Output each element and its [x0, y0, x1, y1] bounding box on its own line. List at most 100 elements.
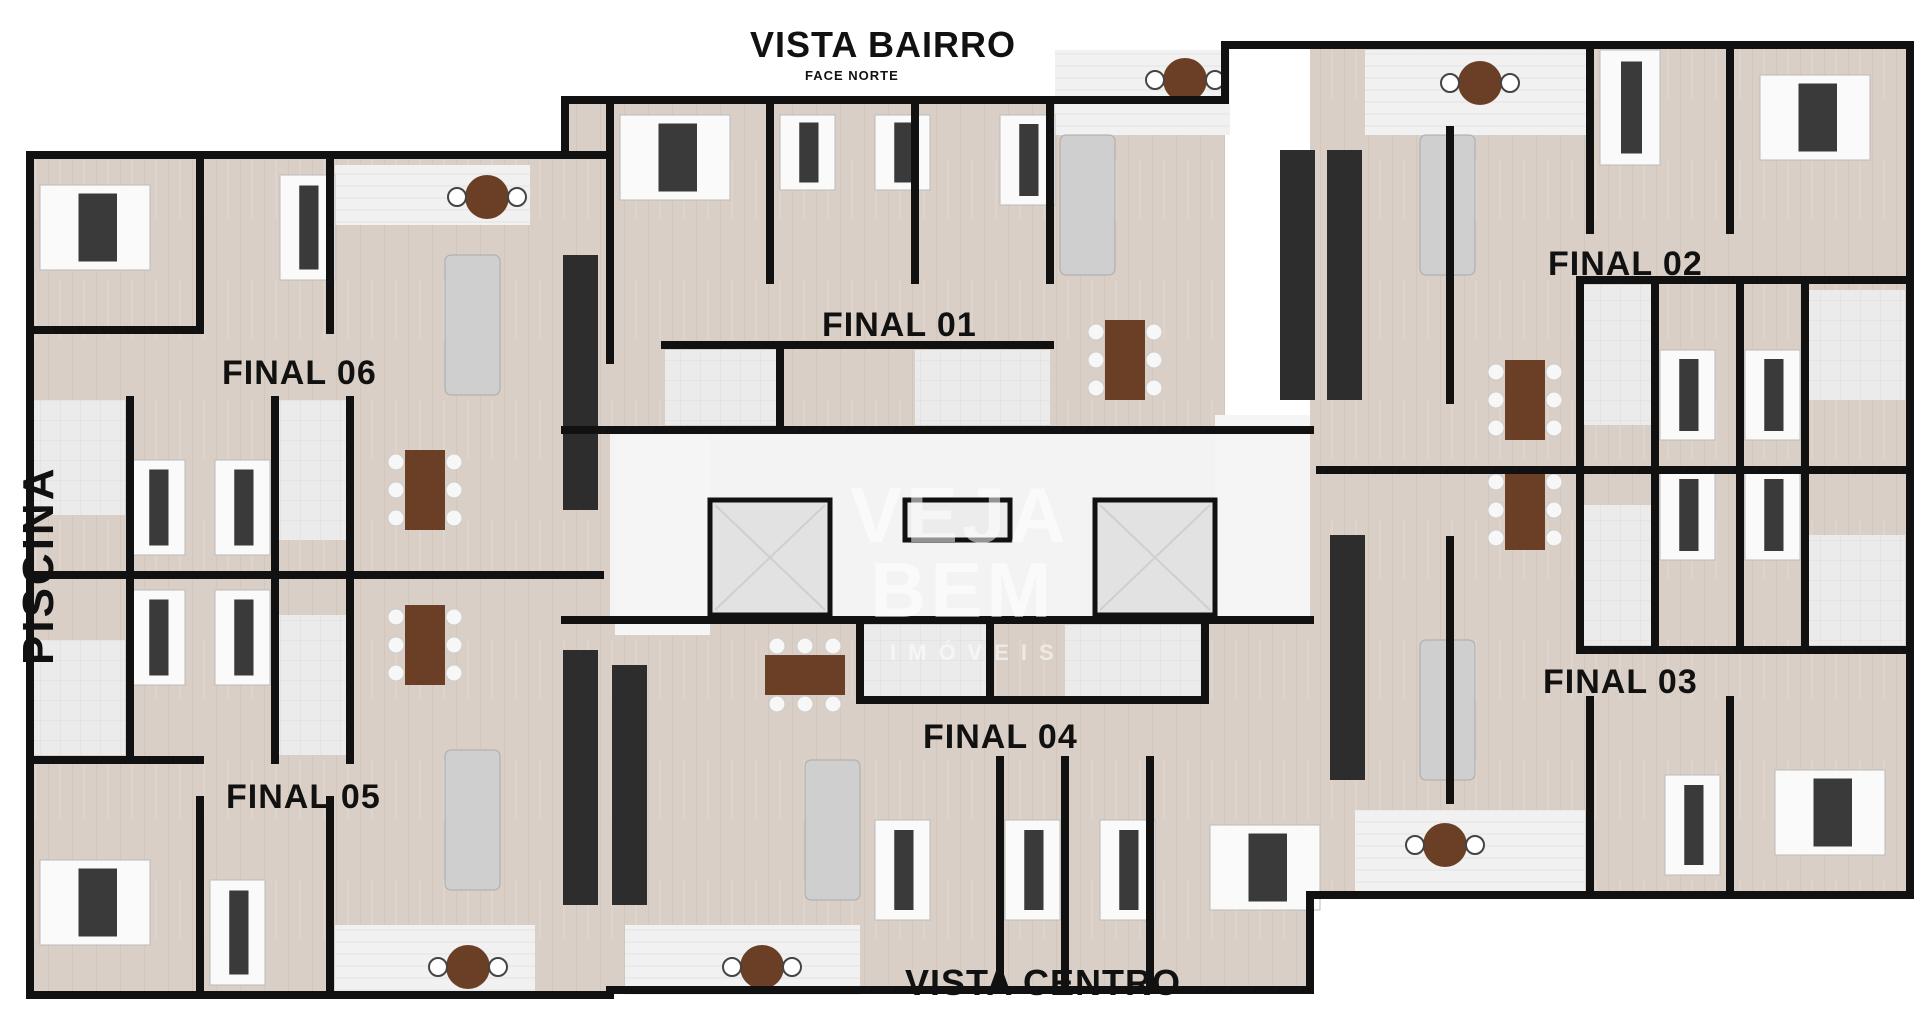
chair — [488, 957, 508, 977]
chair — [447, 187, 467, 207]
bed-cover — [1248, 833, 1287, 902]
chair — [1545, 391, 1563, 409]
chair — [445, 453, 463, 471]
watermark-bem: BEM — [870, 546, 1056, 634]
round-table — [1163, 58, 1207, 102]
chair — [445, 636, 463, 654]
round-table — [740, 945, 784, 989]
unit-label-final-02: FINAL 02 — [1548, 245, 1703, 283]
bed-cover — [1019, 124, 1039, 196]
chair — [1405, 835, 1425, 855]
bed-cover — [78, 193, 117, 262]
chair — [1087, 351, 1105, 369]
bed-cover — [78, 868, 117, 937]
chair — [722, 957, 742, 977]
chair — [387, 509, 405, 527]
chair — [1465, 835, 1485, 855]
unit-label-final-05: FINAL 05 — [226, 778, 381, 816]
chair — [1487, 363, 1505, 381]
chair — [1487, 501, 1505, 519]
round-table — [1458, 61, 1502, 105]
vista-bairro-label: VISTA BAIRRO — [750, 24, 1017, 65]
chair — [1145, 351, 1163, 369]
chair — [1545, 501, 1563, 519]
chair — [824, 637, 842, 655]
chair — [445, 608, 463, 626]
bed-cover — [1798, 83, 1837, 152]
chair — [1145, 70, 1165, 90]
chair — [1087, 379, 1105, 397]
chair — [796, 637, 814, 655]
balcony-tables — [428, 58, 1520, 989]
sofa — [1059, 134, 1116, 276]
chair — [1145, 379, 1163, 397]
sofa — [444, 254, 501, 396]
chair — [768, 637, 786, 655]
dining-tables — [387, 320, 1563, 713]
chair — [1145, 323, 1163, 341]
chair — [796, 695, 814, 713]
chair — [782, 957, 802, 977]
chair — [387, 453, 405, 471]
sofa — [804, 759, 861, 901]
chair — [387, 608, 405, 626]
unit-label-final-01: FINAL 01 — [822, 306, 977, 344]
chair — [1487, 529, 1505, 547]
chair — [1545, 363, 1563, 381]
chair — [445, 664, 463, 682]
walls — [26, 41, 1914, 999]
dining-table — [405, 605, 445, 685]
dining-table — [1505, 360, 1545, 440]
round-table — [1423, 823, 1467, 867]
chair — [445, 481, 463, 499]
bed-cover — [234, 469, 254, 546]
chair — [507, 187, 527, 207]
chair — [1440, 73, 1460, 93]
beds — [39, 49, 1886, 986]
bed-cover — [894, 122, 914, 183]
sofas — [444, 134, 1476, 901]
chair — [1545, 529, 1563, 547]
chair — [1487, 473, 1505, 491]
bed-cover — [1119, 830, 1139, 910]
chair — [1545, 473, 1563, 491]
unit-label-final-06: FINAL 06 — [222, 354, 377, 392]
bed-cover — [658, 123, 697, 192]
dining-table — [1505, 470, 1545, 550]
unit-label-final-03: FINAL 03 — [1543, 663, 1698, 701]
chair — [824, 695, 842, 713]
bed-cover — [1764, 359, 1784, 431]
face-norte-label: FACE NORTE — [805, 68, 899, 83]
bed-cover — [1684, 785, 1704, 865]
bed-cover — [1813, 778, 1852, 847]
chair — [428, 957, 448, 977]
bed-cover — [149, 599, 169, 676]
watermark-imoveis: IMÓVEIS — [890, 640, 1066, 665]
bed-cover — [894, 830, 914, 910]
kitchens — [563, 150, 1365, 905]
bed-cover — [1764, 479, 1784, 551]
dining-table — [765, 655, 845, 695]
core — [615, 415, 1310, 635]
bed-cover — [1679, 479, 1699, 551]
bed-cover — [234, 599, 254, 676]
piscina-label: PISCINA — [14, 465, 63, 665]
bathrooms — [30, 285, 1905, 755]
chair — [1545, 419, 1563, 437]
bed-cover — [229, 890, 249, 975]
bed-cover — [1024, 830, 1044, 910]
chair — [768, 695, 786, 713]
chair — [1087, 323, 1105, 341]
chair — [445, 509, 463, 527]
bed-cover — [1621, 61, 1642, 154]
dining-table — [1105, 320, 1145, 400]
chair — [1487, 391, 1505, 409]
round-table — [446, 945, 490, 989]
chair — [387, 481, 405, 499]
watermark-veja: VEJA — [850, 471, 1070, 559]
chair — [1487, 419, 1505, 437]
unit-label-final-04: FINAL 04 — [923, 718, 1078, 756]
chair — [1500, 73, 1520, 93]
vista-centro-label: VISTA CENTRO — [905, 962, 1182, 1003]
dining-table — [405, 450, 445, 530]
